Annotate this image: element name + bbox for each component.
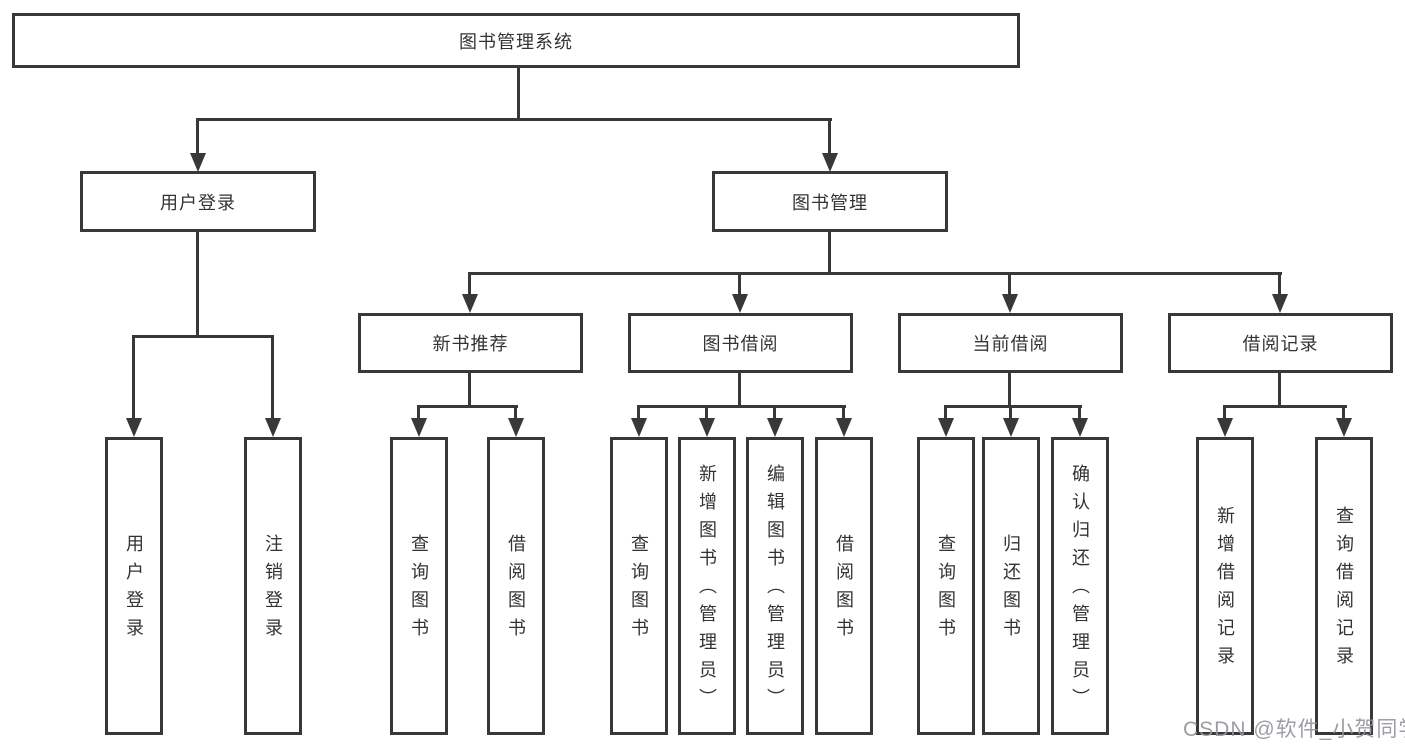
leaf-query-borrow-record: 查询借阅记录 (1315, 437, 1373, 735)
connector-vline (1008, 373, 1011, 405)
arrow-down (1072, 418, 1088, 437)
connector-vline (196, 118, 199, 156)
connector-vline (132, 335, 135, 418)
leaf-edit-books-admin: 编辑图书（管理员） (746, 437, 804, 735)
node-current-borrow: 当前借阅 (898, 313, 1123, 373)
connector-vline (944, 405, 947, 420)
connector-vline (842, 405, 845, 420)
leaf-query-books-current: 查询图书 (917, 437, 975, 735)
connector-hline (468, 272, 1282, 275)
arrow-down (1272, 294, 1288, 313)
connector-vline (468, 272, 471, 296)
connector-vline (738, 272, 741, 296)
connector-vline (773, 405, 776, 420)
connector-vline (1342, 405, 1345, 420)
node-new-book-recommend: 新书推荐 (358, 313, 583, 373)
connector-vline (1278, 272, 1281, 296)
arrow-down (699, 418, 715, 437)
leaf-borrow-books: 借阅图书 (815, 437, 873, 735)
node-book-management: 图书管理 (712, 171, 948, 232)
leaf-add-borrow-record: 新增借阅记录 (1196, 437, 1254, 735)
connector-vline (271, 335, 274, 418)
connector-vline (828, 232, 831, 272)
arrow-down (265, 418, 281, 437)
connector-vline (1278, 373, 1281, 405)
node-book-borrow: 图书借阅 (628, 313, 853, 373)
leaf-add-books-admin: 新增图书（管理员） (678, 437, 736, 735)
connector-vline (637, 405, 640, 420)
connector-vline (705, 405, 708, 420)
leaf-return-books: 归还图书 (982, 437, 1040, 735)
arrow-down (836, 418, 852, 437)
connector-hline (1223, 405, 1347, 408)
arrow-down (126, 418, 142, 437)
connector-hline (196, 118, 832, 121)
leaf-user-login: 用户登录 (105, 437, 163, 735)
arrow-down (190, 153, 206, 172)
arrow-down (1336, 418, 1352, 437)
arrow-down (767, 418, 783, 437)
leaf-query-books-recommend: 查询图书 (390, 437, 448, 735)
arrow-down (822, 153, 838, 172)
connector-vline (1078, 405, 1081, 420)
arrow-down (631, 418, 647, 437)
arrow-down (411, 418, 427, 437)
connector-vline (828, 118, 831, 156)
leaf-logout: 注销登录 (244, 437, 302, 735)
connector-hline (637, 405, 846, 408)
node-borrow-records: 借阅记录 (1168, 313, 1393, 373)
arrow-down (1002, 294, 1018, 313)
connector-hline (417, 405, 518, 408)
node-user-login: 用户登录 (80, 171, 316, 232)
connector-vline (468, 373, 471, 405)
csdn-watermark: CSDN @软件_小贺同学 (1183, 718, 1405, 741)
arrow-down (462, 294, 478, 313)
arrow-down (1003, 418, 1019, 437)
arrow-down (1217, 418, 1233, 437)
leaf-borrow-books-recommend: 借阅图书 (487, 437, 545, 735)
connector-vline (738, 373, 741, 405)
arrow-down (732, 294, 748, 313)
connector-vline (517, 68, 520, 118)
connector-vline (1008, 272, 1011, 296)
connector-vline (417, 405, 420, 420)
connector-vline (1009, 405, 1012, 420)
arrow-down (508, 418, 524, 437)
connector-hline (944, 405, 1082, 408)
node-library-system: 图书管理系统 (12, 13, 1020, 68)
arrow-down (938, 418, 954, 437)
connector-vline (1223, 405, 1226, 420)
leaf-query-books-borrow: 查询图书 (610, 437, 668, 735)
connector-vline (514, 405, 517, 420)
connector-vline (196, 232, 199, 335)
connector-hline (132, 335, 274, 338)
leaf-confirm-return-admin: 确认归还（管理员） (1051, 437, 1109, 735)
